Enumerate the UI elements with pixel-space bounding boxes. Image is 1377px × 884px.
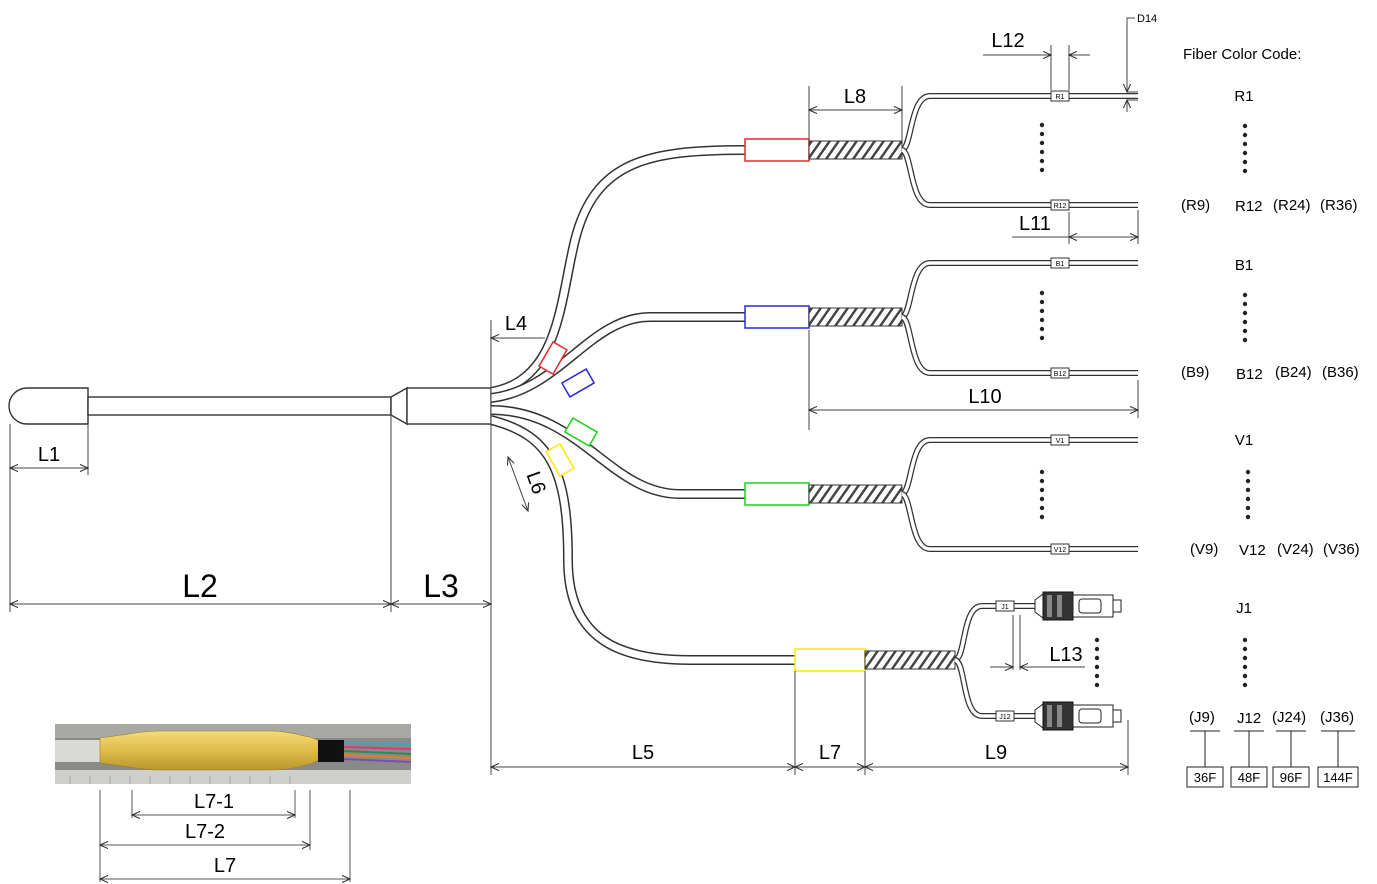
fiber-count-96: 96F [1280, 770, 1302, 785]
furcation-photo [55, 724, 412, 784]
code-r-9: (R9) [1181, 197, 1210, 214]
code-b-last: B12 [1236, 366, 1263, 383]
sc-connector-icon [1034, 701, 1122, 731]
ellipsis-dots [1242, 123, 1248, 174]
code-b-24: (B24) [1275, 364, 1312, 381]
ellipsis-dots [1039, 122, 1045, 173]
label-l11: L11 [1019, 213, 1051, 235]
green-sleeve [563, 417, 599, 447]
trunk-jacket [87, 396, 392, 416]
label-l7-1: L7-1 [194, 791, 234, 813]
tag-r-first: R1 [1056, 94, 1065, 101]
photo-dimensions [100, 790, 350, 882]
fanout-yellow: J1 J12 [794, 591, 1122, 731]
fiber-count-box [1230, 766, 1268, 788]
fiber-color-code-legend: Fiber Color Code: R1 (R9) R12 (R24) (R36… [1181, 46, 1360, 788]
furcation-body [406, 387, 492, 425]
legend-title: Fiber Color Code: [1183, 46, 1301, 63]
label-l4: L4 [505, 313, 527, 335]
code-r-36: (R36) [1320, 197, 1358, 214]
label-photo-l7: L7 [214, 855, 236, 877]
code-r-first: R1 [1234, 88, 1253, 105]
colored-fibers [343, 742, 412, 763]
branch-cables [489, 145, 795, 665]
fiber-count-leaders [1190, 730, 1355, 767]
furcation-taper [390, 386, 408, 426]
code-j-9: (J9) [1189, 709, 1215, 726]
dimension-labels: L1 L2 L3 L4 L6 L5 L7 L9 L8 L10 L11 L12 L… [38, 13, 1157, 764]
label-l7: L7 [819, 742, 841, 764]
tag-v-first: V1 [1056, 438, 1065, 445]
tag-v-last: V12 [1054, 547, 1067, 554]
yellow-sleeve [545, 442, 575, 478]
label-d14: D14 [1137, 13, 1157, 25]
tag-b-last: B12 [1054, 371, 1067, 378]
tag-r-last: R12 [1054, 203, 1067, 210]
label-l1: L1 [38, 444, 60, 466]
ellipsis-dots [1039, 469, 1045, 520]
tag-j-last: J12 [999, 714, 1010, 721]
fanout-blue: B1 B12 [744, 257, 1138, 379]
branch-sleeves [538, 340, 599, 478]
code-b-9: (B9) [1181, 364, 1209, 381]
code-v-last: V12 [1239, 542, 1266, 559]
label-l7-2: L7-2 [185, 821, 225, 843]
ellipsis-dots [1245, 469, 1251, 520]
blue-sleeve [560, 368, 596, 398]
label-l12: L12 [991, 30, 1024, 52]
code-v-24: (V24) [1277, 541, 1314, 558]
code-j-first: J1 [1236, 600, 1252, 617]
ellipsis-dots [1242, 637, 1248, 688]
fiber-count-box [1317, 766, 1359, 788]
tag-b-first: B1 [1056, 261, 1065, 268]
fanout-red: R1 R12 [744, 90, 1138, 211]
code-j-last: J12 [1237, 710, 1261, 727]
ellipsis-dots [1039, 290, 1045, 341]
fiber-count-36: 36F [1194, 770, 1216, 785]
label-l6: L6 [521, 469, 549, 497]
fanout-green: V1 V12 [744, 434, 1138, 555]
code-r-last: R12 [1235, 198, 1263, 215]
fiber-count-144: 144F [1323, 770, 1353, 785]
dimension-arrows [10, 17, 1138, 767]
label-l10: L10 [968, 386, 1001, 408]
code-v-9: (V9) [1190, 541, 1218, 558]
fiber-count-box [1186, 766, 1224, 788]
red-sleeve [538, 340, 568, 376]
code-b-36: (B36) [1322, 364, 1359, 381]
ruler-ticks [69, 776, 291, 784]
ellipsis-dots [1242, 292, 1248, 343]
label-l5: L5 [632, 742, 654, 764]
fiber-count-48: 48F [1238, 770, 1260, 785]
ellipsis-dots [1094, 637, 1100, 688]
code-j-36: (J36) [1320, 709, 1354, 726]
code-v-36: (V36) [1323, 541, 1360, 558]
trunk-cable [8, 386, 492, 426]
label-l3: L3 [423, 568, 459, 604]
pulling-eye [8, 387, 89, 425]
code-j-24: (J24) [1272, 709, 1306, 726]
code-v-first: V1 [1235, 432, 1253, 449]
tag-j-first: J1 [1001, 604, 1009, 611]
code-b-first: B1 [1235, 257, 1253, 274]
label-l13: L13 [1049, 644, 1082, 666]
sc-connector-icon [1034, 591, 1122, 621]
label-l8: L8 [844, 86, 866, 108]
code-r-24: (R24) [1273, 197, 1311, 214]
label-l2: L2 [182, 568, 218, 604]
fiber-count-box [1272, 766, 1310, 788]
label-l9: L9 [985, 742, 1007, 764]
